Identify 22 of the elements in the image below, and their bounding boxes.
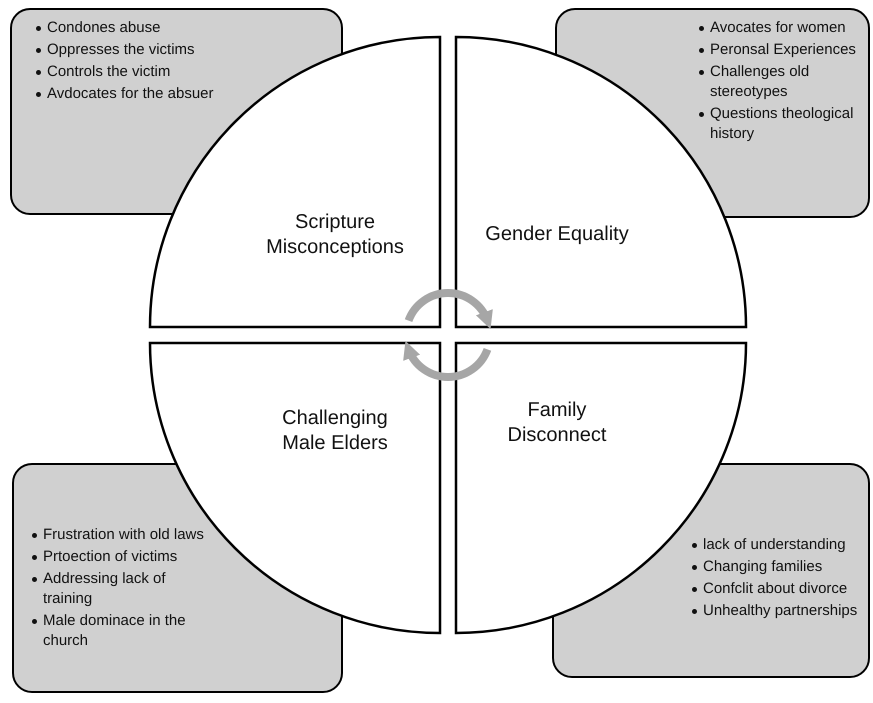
bullet-text: Frustration with old laws [43,526,204,543]
cycle-arrow [404,289,492,329]
bullet-text: Male dominace in the church [43,612,186,649]
bullet-text: lack of understanding [703,536,846,553]
bullet-text: Confclit about divorce [703,580,848,597]
bullet-text: Avdocates for the absuer [47,85,214,102]
bullet-text: Questions theological history [710,105,854,142]
cycle-arrow [404,341,492,381]
bullet-text: Unhealthy partnerships [703,602,858,619]
bullet-text: Prtoection of victims [43,548,178,565]
quadrant-title: Scripture Misconceptions [265,210,405,260]
bullet-text: Controls the victim [47,63,170,80]
quadrant-title: Challenging Male Elders [281,406,389,456]
bullet-text: Challenges old stereotypes [710,63,810,100]
bullet-text: Condones abuse [47,19,160,36]
bullet-text: Addressing lack of training [43,570,166,607]
quadrant-title: Gender Equality [484,222,630,247]
quadrant-title: Family Disconnect [506,398,608,448]
bullet-text: Peronsal Experiences [710,41,856,58]
bullet-text: Changing families [703,558,822,575]
bullet-text: Avocates for women [710,19,846,36]
bullet-text: Oppresses the victims [47,41,195,58]
